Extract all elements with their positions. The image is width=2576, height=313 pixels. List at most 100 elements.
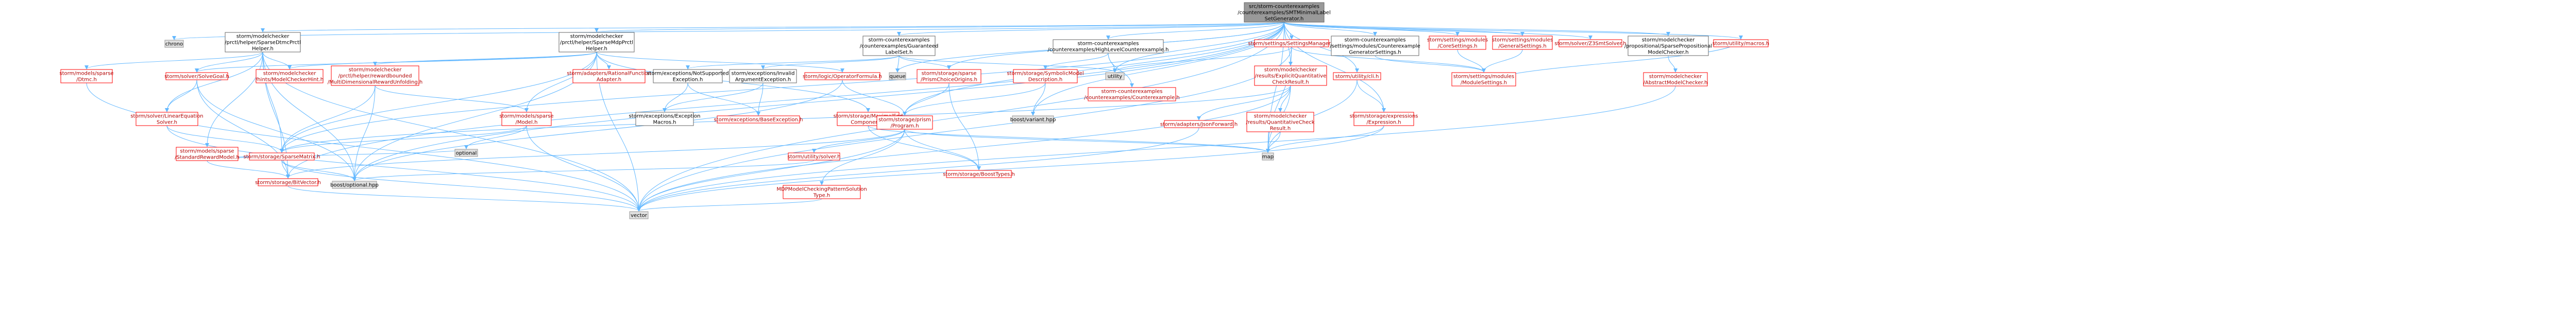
node-label-cors-0: storm/settings/modules [1427, 38, 1488, 43]
node-utility[interactable]: utility [1105, 72, 1125, 80]
node-label-dtmc-0: storm/models/sparse [59, 71, 113, 77]
node-optional[interactable]: optional [454, 149, 478, 157]
node-label-dftsh-2: Helper.h [252, 46, 274, 52]
node-box-hlce [1053, 39, 1164, 54]
node-vector[interactable]: vector [629, 211, 649, 219]
node-box-gens [1492, 36, 1553, 50]
edge-root-to-bvar [1031, 22, 1284, 116]
node-box-boostt [946, 170, 1012, 178]
node-bitv[interactable]: storm/storage/BitVector.h [255, 178, 321, 186]
node-label-mcpt-1: Type.h [813, 193, 831, 199]
edge-ssm-to-modset [1291, 46, 1486, 73]
node-mdph[interactable]: storm/modelchecker/prctl/helper/SparseMd… [558, 32, 635, 53]
edge-sparsem-to-vector [281, 160, 641, 212]
node-label-hint-0: storm/modelchecker [263, 71, 317, 77]
node-label-json-0: storm/adapters/JsonForward.h [1160, 122, 1238, 128]
node-box-excm [635, 112, 694, 126]
node-label-eqcr-2: CheckResult.h [1272, 80, 1309, 85]
node-box-mcpt [783, 185, 861, 199]
edge-mec-to-map [868, 125, 1270, 153]
node-box-optional [454, 149, 478, 157]
node-logop[interactable]: storm/logic/OperatorFormula.h [803, 72, 882, 80]
node-modset[interactable]: storm/settings/modules/ModuleSettings.h [1451, 72, 1516, 86]
node-bopt[interactable]: boost/optional.hpp [330, 181, 379, 189]
node-box-cegs [1331, 36, 1419, 56]
edge-mdph-to-logop [596, 51, 844, 73]
node-glsh[interactable]: storm-counterexamples/counterexamples/Gu… [860, 36, 939, 56]
edge-cors-to-modset [1457, 49, 1486, 73]
node-macros[interactable]: storm/utility/macros.h [1713, 39, 1769, 47]
node-z3s[interactable]: storm/solver/Z3SmtSolver.h [1554, 39, 1626, 47]
node-label-cli-0: storm/utility/cli.h [1335, 74, 1379, 80]
node-cli[interactable]: storm/utility/cli.h [1333, 72, 1381, 80]
node-solve[interactable]: storm/solver/SolveGoal.h [164, 72, 229, 80]
node-label-mdph-0: storm/modelchecker [570, 34, 624, 40]
node-label-logop-0: storm/logic/OperatorFormula.h [803, 74, 882, 80]
node-hlce[interactable]: storm-counterexamples/counterexamples/Hi… [1048, 39, 1169, 54]
node-dftsh[interactable]: storm/modelchecker/prctl/helper/SparseDt… [225, 32, 301, 53]
node-amc[interactable]: storm/modelchecker/AbstractModelChecker.… [1643, 72, 1708, 86]
node-spco[interactable]: storm/storage/sparse/PrismChoiceOrigins.… [917, 69, 981, 83]
node-label-prism-1: /Program.h [890, 124, 919, 129]
node-usolver[interactable]: storm/utility/solver.h [788, 152, 841, 161]
node-srm[interactable]: storm/models/sparse/StandardRewardModel.… [175, 147, 240, 161]
node-label-excm-0: storm/exceptions/Exception [629, 114, 701, 119]
node-root[interactable]: src/storm-counterexamples/counterexample… [1238, 2, 1331, 23]
node-smodel[interactable]: storm/models/sparse/Model.h [499, 112, 554, 126]
node-prism[interactable]: storm/storage/prism/Program.h [876, 115, 933, 130]
node-label-chrono-0: chrono [165, 42, 183, 47]
edge-root-to-expr [1284, 22, 1386, 112]
node-label-ratfun-1: Adapter.h [597, 77, 621, 83]
edge-ssm-to-map [1266, 46, 1292, 153]
node-qcr[interactable]: storm/modelchecker/results/QuantitativeC… [1246, 112, 1315, 132]
edge-expr-to-map [1266, 125, 1384, 153]
edge-root-to-macros [1284, 22, 1743, 40]
node-ssm[interactable]: storm/settings/SettingsManager.h [1248, 39, 1335, 47]
node-invarg[interactable]: storm/exceptions/InvalidArgumentExceptio… [729, 69, 797, 83]
node-chrono[interactable]: chrono [164, 40, 184, 48]
node-label-notsup-0: storm/exceptions/NotSupported [647, 71, 728, 77]
edge-prism-to-vector [637, 129, 905, 212]
node-label-z3s-0: storm/solver/Z3SmtSolver.h [1554, 41, 1626, 47]
node-box-invarg [729, 69, 797, 83]
edge-dftsh-to-hint [262, 51, 292, 69]
node-label-mec-1: Component.h [851, 120, 886, 126]
node-label-amc-1: /AbstractModelChecker.h [1643, 80, 1708, 86]
node-bvar[interactable]: boost/variant.hpp [1010, 115, 1056, 124]
node-spmc[interactable]: storm/modelchecker/propositional/SparseP… [1624, 36, 1712, 56]
edge-cli-to-expr [1357, 79, 1386, 112]
node-label-bvar-0: boost/variant.hpp [1010, 117, 1056, 123]
node-eqcr[interactable]: storm/modelchecker/results/ExplicitQuant… [1254, 65, 1327, 86]
edge-spco-to-prism [903, 82, 950, 116]
node-box-glsh [862, 36, 936, 56]
edge-ssm-to-vector [637, 46, 1292, 212]
node-label-srm-0: storm/models/sparse [180, 149, 234, 154]
node-cegs[interactable]: storm-counterexamples/settings/modules/C… [1330, 36, 1420, 56]
node-sparsem[interactable]: storm/storage/SparseMatrix.h [244, 152, 320, 161]
node-expr[interactable]: storm/storage/expressions/Expression.h [1350, 112, 1418, 126]
node-boostt[interactable]: storm/storage/BoostTypes.h [943, 170, 1015, 178]
node-json[interactable]: storm/adapters/JsonForward.h [1160, 120, 1238, 128]
node-label-queue-0: queue [889, 74, 905, 80]
node-box-prism [876, 115, 933, 130]
node-cors[interactable]: storm/settings/modules/CoreSettings.h [1427, 36, 1488, 50]
node-basee[interactable]: storm/exceptions/BaseException.h [714, 115, 803, 124]
edge-linsolve-to-sparsem [166, 125, 284, 153]
node-ceh[interactable]: storm-counterexamples/counterexamples/Co… [1084, 87, 1180, 101]
node-dtmc[interactable]: storm/models/sparse/Dtmc.h [59, 69, 114, 83]
node-map[interactable]: map [1262, 152, 1274, 161]
node-queue[interactable]: queue [889, 72, 906, 80]
edge-rewunf-to-smodel [375, 85, 529, 112]
node-gens[interactable]: storm/settings/modules/GeneralSettings.h [1492, 36, 1553, 50]
node-hint[interactable]: storm/modelchecker/hints/ModelCheckerHin… [256, 69, 324, 83]
edge-logop-to-prism [842, 79, 907, 116]
node-label-eqcr-0: storm/modelchecker [1264, 67, 1318, 73]
node-rewunf[interactable]: storm/modelchecker/prctl/helper/rewardbo… [328, 65, 423, 86]
node-box-z3s [1558, 39, 1622, 47]
